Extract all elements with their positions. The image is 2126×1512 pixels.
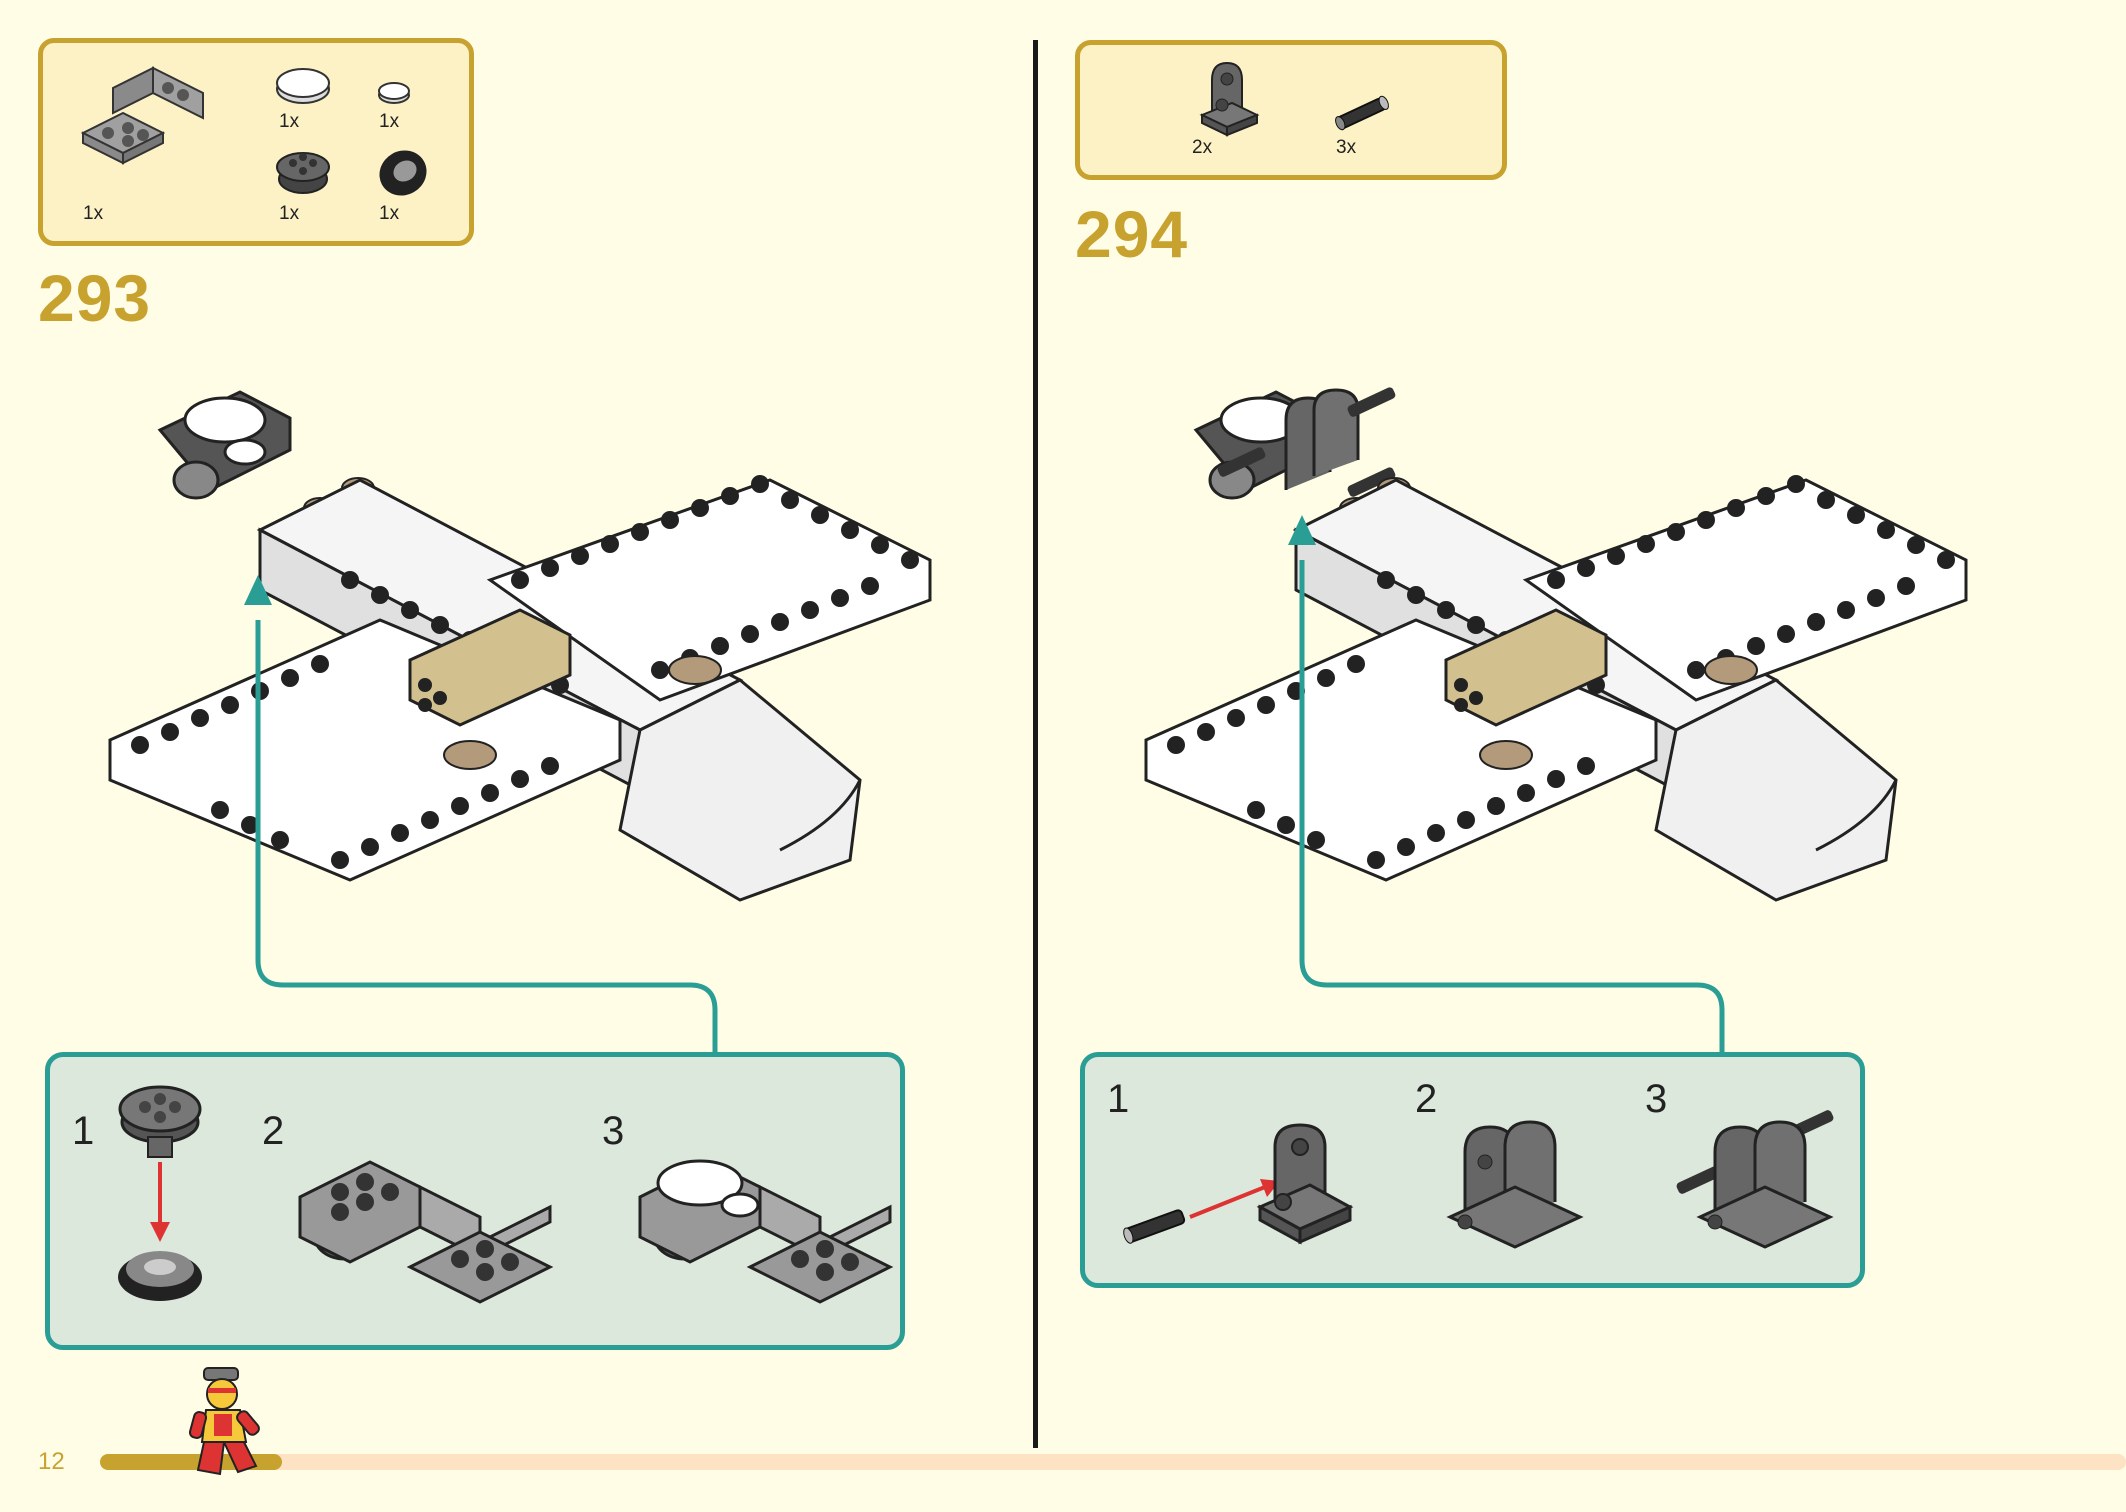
axle-connector-icon — [1199, 61, 1260, 137]
part-qty: 1x — [379, 111, 400, 132]
plane-model-illustration — [1144, 387, 1968, 902]
part-qty: 1x — [279, 203, 300, 224]
two-connectors-illustration — [1446, 1120, 1584, 1249]
substep-callout-293: 1 2 3 — [45, 1052, 905, 1350]
page-divider — [1033, 40, 1038, 1448]
part-qty: 1x — [379, 203, 400, 224]
substep-number: 2 — [262, 1109, 285, 1153]
bracket-plate-icon — [80, 66, 204, 165]
parts-list-293: 1x 1x 1x 1x 1x — [38, 38, 474, 246]
substep-number: 2 — [1415, 1077, 1438, 1121]
step-number: 293 — [38, 261, 152, 335]
parts-list-294: 2x 3x — [1075, 40, 1507, 180]
pin-icon — [1335, 95, 1389, 131]
pin-into-connector-illustration — [1123, 1123, 1354, 1245]
bracket-with-wheel-illustration — [298, 1160, 554, 1304]
substep-number: 1 — [72, 1109, 95, 1153]
connectors-with-pins-illustration — [1676, 1110, 1834, 1249]
substep-callout-294: 1 2 3 — [1080, 1052, 1865, 1288]
part-qty: 1x — [279, 111, 300, 132]
minifigure-icon — [188, 1367, 260, 1476]
page-number: 12 — [38, 1448, 65, 1475]
wheel-hub-icon — [276, 152, 330, 194]
part-qty: 1x — [83, 203, 104, 224]
step-number: 294 — [1075, 197, 1189, 271]
tire-icon — [379, 150, 427, 196]
part-qty: 2x — [1192, 137, 1213, 158]
hub-into-tire-illustration — [118, 1085, 202, 1301]
substep-number: 3 — [1645, 1077, 1668, 1121]
part-qty: 3x — [1336, 137, 1357, 158]
round-tile-2x2-icon — [276, 68, 330, 104]
progress-track — [100, 1454, 2126, 1470]
plane-model-illustration — [108, 390, 932, 902]
substep-number: 1 — [1107, 1077, 1130, 1121]
substep-number: 3 — [602, 1109, 625, 1153]
round-tile-1x1-icon — [378, 82, 410, 104]
bracket-with-tiles-illustration — [638, 1159, 894, 1304]
